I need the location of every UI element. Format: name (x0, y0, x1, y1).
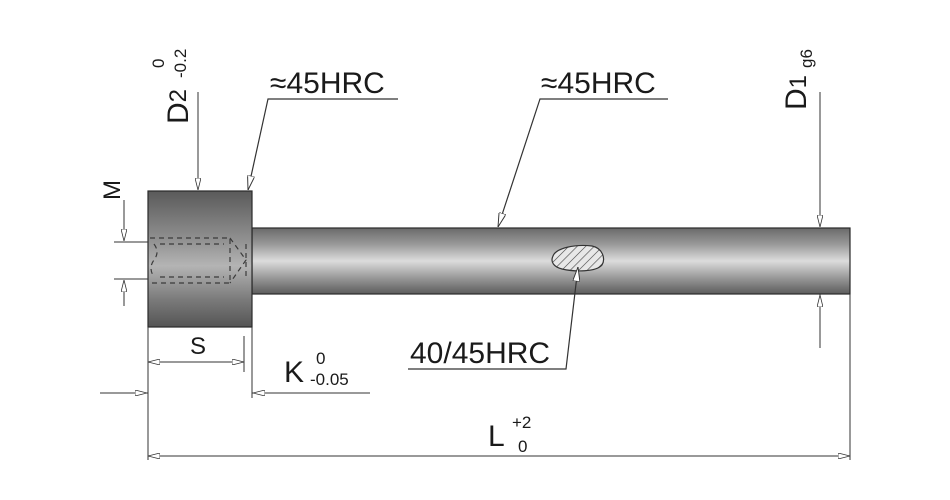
core-cutout (551, 244, 605, 272)
svg-text:D2: D2 (162, 89, 195, 124)
k-tol-upper: 0 (316, 349, 325, 368)
d1-symbol: D (780, 88, 813, 110)
k-tol-lower: -0.05 (310, 370, 349, 389)
shaft (251, 227, 851, 295)
l-tol-lower: 0 (518, 437, 527, 456)
head-hardness-label: ≈45HRC (270, 67, 385, 100)
d1-subscript: 1 (785, 75, 812, 88)
shaft-hardness-label: ≈45HRC (541, 67, 656, 100)
l-tol-upper: +2 (512, 413, 531, 432)
d1-fit: g6 (797, 49, 816, 68)
d2-label: D2 0 -0.2 (149, 49, 195, 124)
dimension-arrows (104, 92, 850, 456)
d2-symbol: D (162, 102, 195, 124)
m-label: M (99, 180, 126, 200)
s-label: S (190, 333, 206, 360)
head (147, 190, 253, 328)
d2-tol-upper: 0 (149, 59, 168, 68)
d1-label: D1 g6 (780, 49, 816, 110)
thread-wavy-edge (150, 243, 158, 278)
d2-tol-lower: -0.2 (171, 49, 190, 78)
k-label: K (284, 356, 304, 389)
d2-subscript: 2 (165, 89, 192, 102)
thread-hidden-lines (150, 237, 247, 284)
leaders (248, 98, 668, 370)
core-hardness-label: 40/45HRC (410, 337, 550, 370)
svg-text:D1: D1 (780, 75, 813, 110)
pin-body (147, 190, 851, 328)
l-label: L (488, 420, 505, 453)
